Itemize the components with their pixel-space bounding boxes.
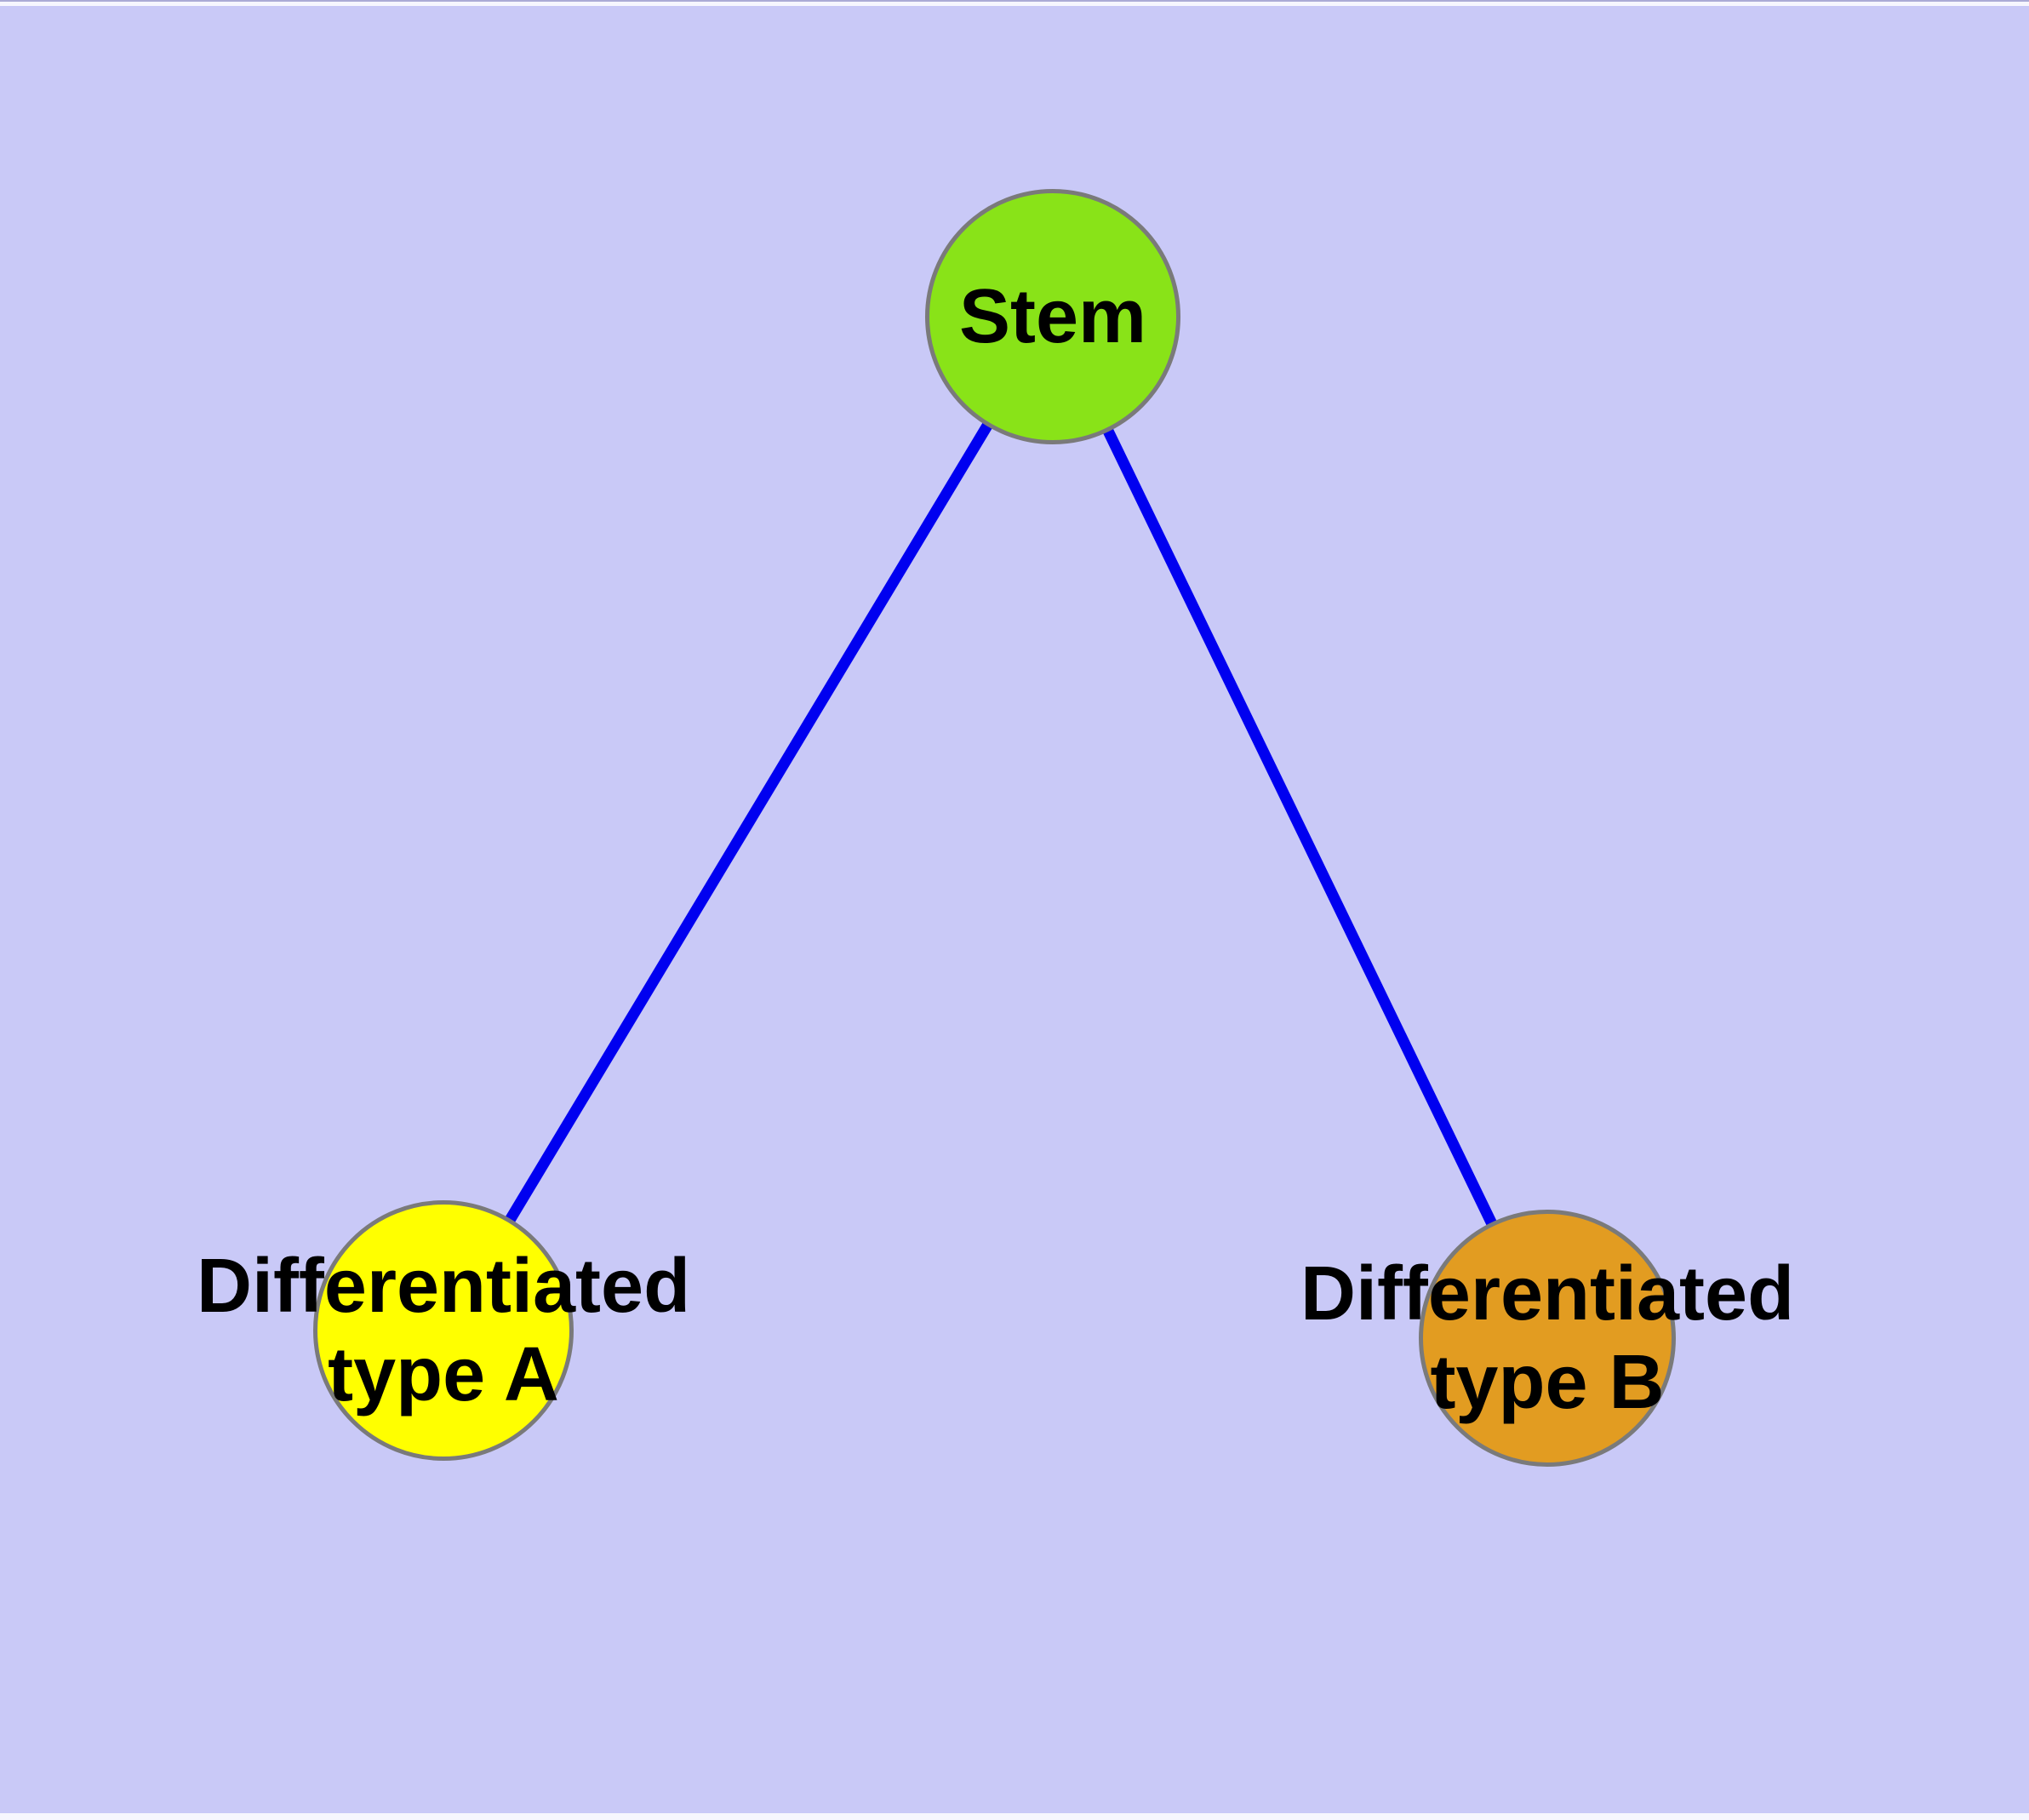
label-line: Differentiated	[196, 1244, 691, 1329]
label-line: Differentiated	[1300, 1251, 1795, 1336]
node-differentiated-type-b-label: Differentiated type B	[1300, 1250, 1794, 1427]
node-stem-label: Stem	[959, 272, 1146, 361]
label-line: type B	[1430, 1340, 1665, 1425]
node-differentiated-type-a-label: Differentiated type A	[197, 1242, 690, 1419]
node-differentiated-type-a[interactable]	[313, 1200, 574, 1461]
edge-stem-diff-a	[438, 313, 1058, 1334]
window-top-edge	[0, 0, 2029, 6]
node-differentiated-type-b[interactable]	[1419, 1210, 1676, 1467]
label-line: Stem	[958, 274, 1147, 359]
window-bottom-edge	[0, 1813, 2029, 1820]
node-stem[interactable]	[925, 189, 1180, 444]
label-line: type A	[328, 1332, 559, 1417]
edge-stem-diff-b	[1048, 314, 1552, 1341]
